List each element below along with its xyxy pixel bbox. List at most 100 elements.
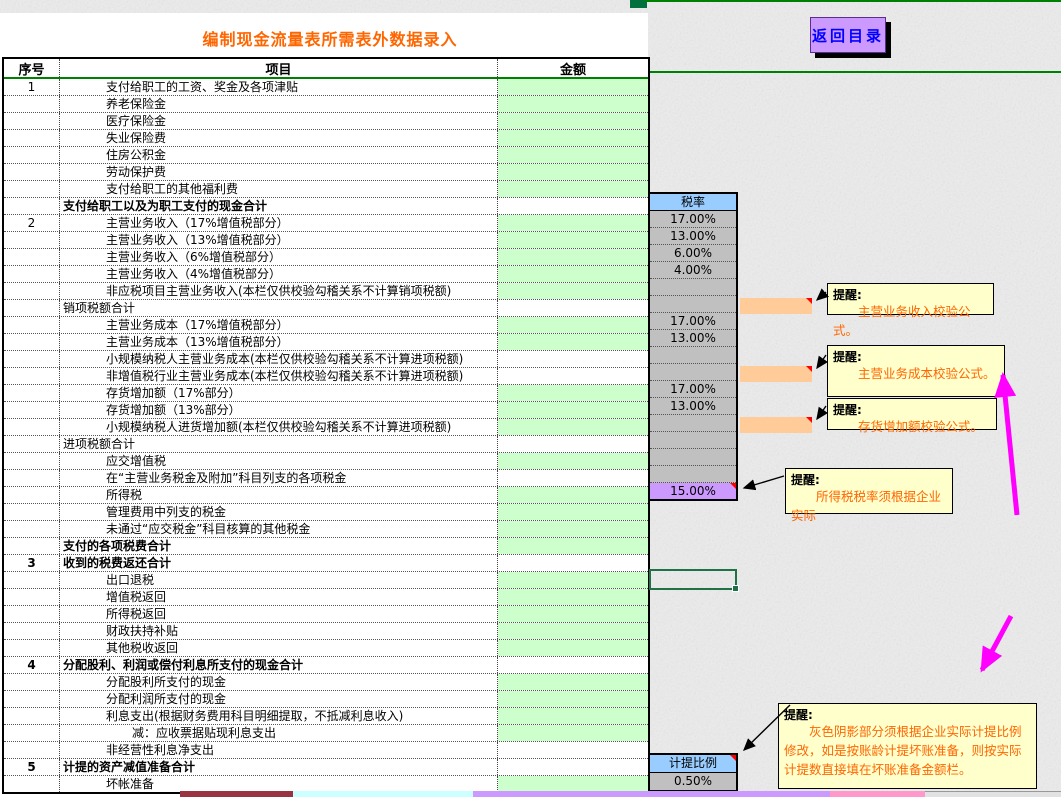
table-row: 劳动保护费: [4, 164, 648, 181]
active-cell-selection[interactable]: [649, 569, 739, 592]
tax-rate-cell[interactable]: 4.00%: [650, 262, 736, 279]
bottom-row-pink-cell: [830, 791, 925, 797]
data-entry-table: 序号 项目 金额 1 支付给职工的工资、奖金及各项津贴 养老保险金 医疗保险金 …: [2, 57, 650, 794]
amount-cell[interactable]: [498, 130, 648, 146]
amount-cell[interactable]: [498, 215, 648, 231]
tax-rate-cell[interactable]: [650, 449, 736, 466]
row-number: [4, 708, 60, 724]
tooltip-title: 提醒:: [833, 350, 862, 364]
amount-cell[interactable]: [498, 96, 648, 112]
row-label: 劳动保护费: [60, 164, 498, 180]
amount-cell[interactable]: [498, 589, 648, 605]
amount-cell[interactable]: [498, 759, 648, 775]
amount-cell[interactable]: [498, 317, 648, 333]
tax-rate-cell[interactable]: 13.00%: [650, 330, 736, 347]
amount-cell[interactable]: [498, 776, 648, 792]
amount-cell[interactable]: [498, 725, 648, 741]
check-formula-cell-revenue[interactable]: [740, 298, 812, 314]
amount-cell[interactable]: [498, 164, 648, 180]
amount-cell[interactable]: [498, 470, 648, 486]
table-row: 4 分配股利、利润或偿付利息所支付的现金合计: [4, 657, 648, 674]
row-number: [4, 317, 60, 333]
row-label: 小规模纳税人进货增加额(本栏仅供校验勾稽关系不计算进项税额): [60, 419, 498, 435]
table-row: 减：应收票据贴现利息支出: [4, 725, 648, 742]
row-number: [4, 164, 60, 180]
amount-cell[interactable]: [498, 232, 648, 248]
amount-cell[interactable]: [498, 453, 648, 469]
tax-rate-cell[interactable]: [650, 296, 736, 313]
tax-rate-header: 税率: [650, 194, 736, 211]
tax-rate-cell[interactable]: [650, 432, 736, 449]
row-label: 分配股利所支付的现金: [60, 674, 498, 690]
amount-cell[interactable]: [498, 521, 648, 537]
table-row: 未通过“应交税金”科目核算的其他税金: [4, 521, 648, 538]
table-row: 所得税返回: [4, 606, 648, 623]
bottom-row-lavender-cell: [473, 791, 830, 797]
provision-ratio-panel: 计提比例 0.50%: [648, 753, 738, 792]
tax-rate-cell[interactable]: [650, 364, 736, 381]
tax-rate-cell[interactable]: 17.00%: [650, 381, 736, 398]
comment-marker-icon: [730, 755, 736, 761]
amount-cell[interactable]: [498, 79, 648, 95]
amount-cell[interactable]: [498, 249, 648, 265]
table-row: 小规模纳税人主营业务成本(本栏仅供校验勾稽关系不计算进项税额): [4, 351, 648, 368]
header-amount: 金额: [559, 62, 586, 78]
check-formula-cell-cost[interactable]: [740, 366, 812, 382]
comment-marker-icon: [730, 483, 736, 489]
amount-cell[interactable]: [498, 351, 648, 367]
amount-cell[interactable]: [498, 266, 648, 282]
amount-cell[interactable]: [498, 300, 648, 316]
amount-cell[interactable]: [498, 334, 648, 350]
row-number: [4, 283, 60, 299]
amount-cell[interactable]: [498, 113, 648, 129]
row-label: 医疗保险金: [60, 113, 498, 129]
amount-cell[interactable]: [498, 657, 648, 673]
row-number: [4, 674, 60, 690]
amount-cell[interactable]: [498, 674, 648, 690]
amount-cell[interactable]: [498, 419, 648, 435]
amount-cell[interactable]: [498, 385, 648, 401]
amount-cell[interactable]: [498, 640, 648, 656]
amount-cell[interactable]: [498, 691, 648, 707]
amount-cell[interactable]: [498, 147, 648, 163]
amount-cell[interactable]: [498, 708, 648, 724]
tax-rate-cell[interactable]: [650, 347, 736, 364]
row-label: 主营业务成本（13%增值税部分）: [60, 334, 498, 350]
check-formula-cell-inventory[interactable]: [740, 417, 812, 433]
amount-cell[interactable]: [498, 572, 648, 588]
tax-rate-cell[interactable]: 13.00%: [650, 228, 736, 245]
amount-cell[interactable]: [498, 606, 648, 622]
amount-cell[interactable]: [498, 538, 648, 554]
back-to-directory-button[interactable]: 返回目录: [810, 17, 886, 53]
fill-handle[interactable]: [732, 585, 739, 592]
amount-cell[interactable]: [498, 742, 648, 758]
row-label: 销项税额合计: [60, 300, 498, 316]
tax-rate-cell[interactable]: 6.00%: [650, 245, 736, 262]
bottom-row-gray-cell: [925, 791, 1061, 797]
amount-cell[interactable]: [498, 555, 648, 571]
tooltip-cost-check: 提醒: 主营业务成本校验公式。: [827, 345, 1005, 397]
amount-cell[interactable]: [498, 504, 648, 520]
tax-rate-cell[interactable]: [650, 279, 736, 296]
amount-cell[interactable]: [498, 283, 648, 299]
row-label: 主营业务收入（17%增值税部分）: [60, 215, 498, 231]
amount-cell[interactable]: [498, 198, 648, 214]
tax-rate-cell[interactable]: 17.00%: [650, 211, 736, 228]
amount-cell[interactable]: [498, 368, 648, 384]
table-row: 坏帐准备: [4, 776, 648, 792]
provision-ratio-value[interactable]: 0.50%: [650, 773, 736, 790]
amount-cell[interactable]: [498, 623, 648, 639]
tax-rate-cell[interactable]: [650, 415, 736, 432]
amount-cell[interactable]: [498, 181, 648, 197]
tax-rate-cell[interactable]: [650, 466, 736, 483]
row-number: [4, 776, 60, 792]
row-number: [4, 385, 60, 401]
tax-rate-cell[interactable]: 17.00%: [650, 313, 736, 330]
row-label: 失业保险费: [60, 130, 498, 146]
amount-cell[interactable]: [498, 487, 648, 503]
amount-cell[interactable]: [498, 436, 648, 452]
provision-ratio-label: 计提比例: [668, 756, 717, 770]
amount-cell[interactable]: [498, 402, 648, 418]
tax-rate-cell[interactable]: 15.00%: [650, 483, 736, 499]
tax-rate-cell[interactable]: 13.00%: [650, 398, 736, 415]
